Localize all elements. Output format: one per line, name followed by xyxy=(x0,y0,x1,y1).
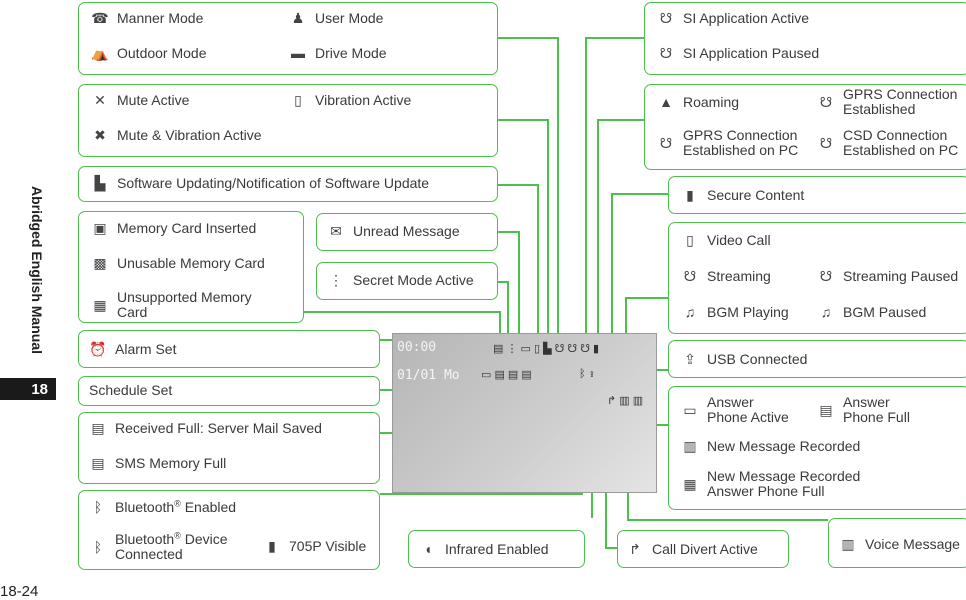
box-voice-message: ▥Voice Message xyxy=(828,518,966,568)
screen-date: 01/01 Mo xyxy=(397,368,460,383)
envelope-icon: ✉ xyxy=(330,223,342,239)
box-mail-full: ▤Received Full: Server Mail Saved ▤SMS M… xyxy=(78,412,380,484)
music-note-icon: ♫ xyxy=(684,304,696,320)
software-update-icon: ▙ xyxy=(94,175,106,191)
sidebar-title: Abridged English Manual xyxy=(29,185,46,355)
memory-card-icon: ▣ xyxy=(93,220,107,236)
screen-status-icons-right: ᛒ ⇪ xyxy=(579,368,596,380)
infrared-icon: ◖ xyxy=(423,541,433,557)
bluetooth-connected-icon: ᛒ xyxy=(93,538,103,555)
gprs-icon: ☋ xyxy=(819,93,833,110)
si-app-active-icon: ☋ xyxy=(659,10,673,26)
usb-icon: ⇪ xyxy=(684,351,696,367)
box-bluetooth: ᛒ Bluetooth® Enabled ᛒ Bluetooth® Device… xyxy=(78,490,380,570)
box-media: ▯Video Call ☋Streaming ☋Streaming Paused… xyxy=(668,222,966,334)
unsupported-card-icon: ▦ xyxy=(93,296,107,313)
mute-vibrate-icon: ✖ xyxy=(94,127,106,143)
si-app-paused-icon: ☋ xyxy=(659,45,673,61)
box-schedule: Schedule Set xyxy=(78,376,380,406)
sms-full-icon: ▤ xyxy=(91,455,105,471)
mute-icon: ✕ xyxy=(94,92,106,108)
music-paused-icon: ♫ xyxy=(820,304,832,320)
person-icon: ♟ xyxy=(291,10,305,26)
bluetooth-icon: ᛒ xyxy=(93,499,103,515)
voice-message-icon: ▥ xyxy=(841,536,855,552)
secret-mode-icon: ⋮ xyxy=(329,272,343,288)
box-memory-card: ▣Memory Card Inserted ▩Unusable Memory C… xyxy=(78,211,304,323)
box-si-application: ☋SI Application Active ☋SI Application P… xyxy=(644,2,966,75)
secure-icon: ▮ xyxy=(686,187,694,203)
chapter-tab: 18 xyxy=(0,378,56,400)
box-usb: ⇪USB Connected xyxy=(668,340,966,378)
box-alarm: ⏰Alarm Set xyxy=(78,330,380,368)
alarm-clock-icon: ⏰ xyxy=(89,341,107,357)
box-secure-content: ▮Secure Content xyxy=(668,176,966,214)
box-secret-mode: ⋮Secret Mode Active xyxy=(316,262,498,300)
tent-icon: ⛺ xyxy=(91,45,109,61)
car-icon: ▬ xyxy=(291,45,305,61)
box-software: ▙Software Updating/Notification of Softw… xyxy=(78,166,498,202)
roaming-icon: ▲ xyxy=(659,94,673,110)
phone-vibrate-icon: ☎ xyxy=(91,10,109,26)
mail-full-icon: ▤ xyxy=(91,420,105,436)
unusable-card-icon: ▩ xyxy=(93,255,107,271)
streaming-paused-icon: ☋ xyxy=(819,268,833,284)
new-message-full-icon: ▦ xyxy=(683,475,697,492)
screen-status-icons-bottom: ↱ ▥ ▥ xyxy=(607,395,644,407)
streaming-icon: ☋ xyxy=(683,268,697,284)
answer-phone-icon: ▭ xyxy=(683,401,697,418)
box-call-divert: ↱Call Divert Active xyxy=(617,530,789,568)
screen-status-icons-mid: ▭ ▤ ▤ ▤ xyxy=(481,369,532,381)
answer-phone-full-icon: ▤ xyxy=(819,401,833,418)
page-number: 18-24 xyxy=(0,583,39,600)
box-modes: ☎Manner Mode ♟User Mode ⛺Outdoor Mode ▬D… xyxy=(78,2,498,75)
call-divert-icon: ↱ xyxy=(629,541,641,557)
box-mute: ✕Mute Active ▯Vibration Active ✖Mute & V… xyxy=(78,84,498,157)
screen-time: 00:00 xyxy=(397,340,437,355)
vibrate-icon: ▯ xyxy=(294,92,302,108)
new-message-icon: ▥ xyxy=(683,438,697,454)
screen-status-icons-top: ▤ ⋮ ▭ ▯ ▙ ☋ ☋ ☋ ▮ xyxy=(493,343,600,355)
phone-screen: 00:00 01/01 Mo ▤ ⋮ ▭ ▯ ▙ ☋ ☋ ☋ ▮ ▭ ▤ ▤ ▤… xyxy=(392,333,657,493)
box-infrared: ◖Infrared Enabled xyxy=(408,530,585,568)
visible-icon: ▮ xyxy=(268,538,276,554)
box-unread-message: ✉Unread Message xyxy=(316,213,498,251)
gprs-pc-icon: ☋ xyxy=(659,134,673,151)
csd-pc-icon: ☋ xyxy=(819,134,833,151)
video-call-icon: ▯ xyxy=(686,232,694,248)
